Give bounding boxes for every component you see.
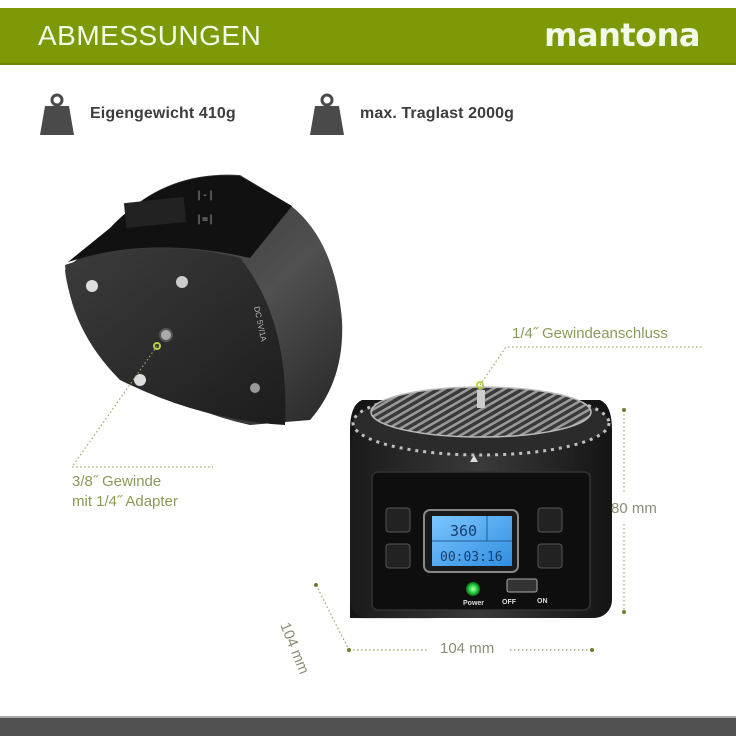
brand-logo: mantona [544, 16, 700, 54]
svg-text:OFF: OFF [502, 599, 517, 606]
height-dimension: 80 mm [611, 500, 657, 517]
weight-icon [308, 92, 346, 136]
spec-max-load: max. Traglast 2000g [308, 92, 514, 136]
page-title: ABMESSUNGEN [38, 20, 262, 51]
annotation-line: 3/8˝ Gewinde [72, 473, 162, 490]
top-thread-annotation: 1/4˝ Gewindeanschluss [512, 325, 668, 342]
device-bottom-view: |-| |=| DC 5V/1A [65, 174, 343, 425]
bottom-thread-annotation: 3/8˝ Gewinde mit 1/4˝ Adapter [72, 472, 178, 512]
footer-bar [0, 716, 736, 736]
width-dimension: 104 mm [440, 640, 495, 657]
lcd-time: 00:03:16 [440, 550, 503, 565]
device-front-view: 360 00:03:16 Power OFF ON [350, 381, 612, 619]
spec-label: max. Traglast 2000g [360, 105, 514, 122]
lcd-angle: 360 [450, 522, 477, 540]
spec-own-weight: Eigengewicht 410g [38, 92, 236, 136]
spec-label: Eigengewicht 410g [90, 105, 236, 122]
weight-icon [38, 92, 76, 136]
svg-text:|=|: |=| [196, 214, 214, 225]
dimension-lines [70, 345, 703, 651]
svg-text:ON: ON [537, 598, 548, 605]
header-banner: ABMESSUNGEN mantona [0, 8, 736, 65]
svg-text:Power: Power [463, 600, 484, 607]
annotation-line: mit 1/4˝ Adapter [72, 493, 178, 510]
svg-text:|-|: |-| [196, 190, 214, 201]
